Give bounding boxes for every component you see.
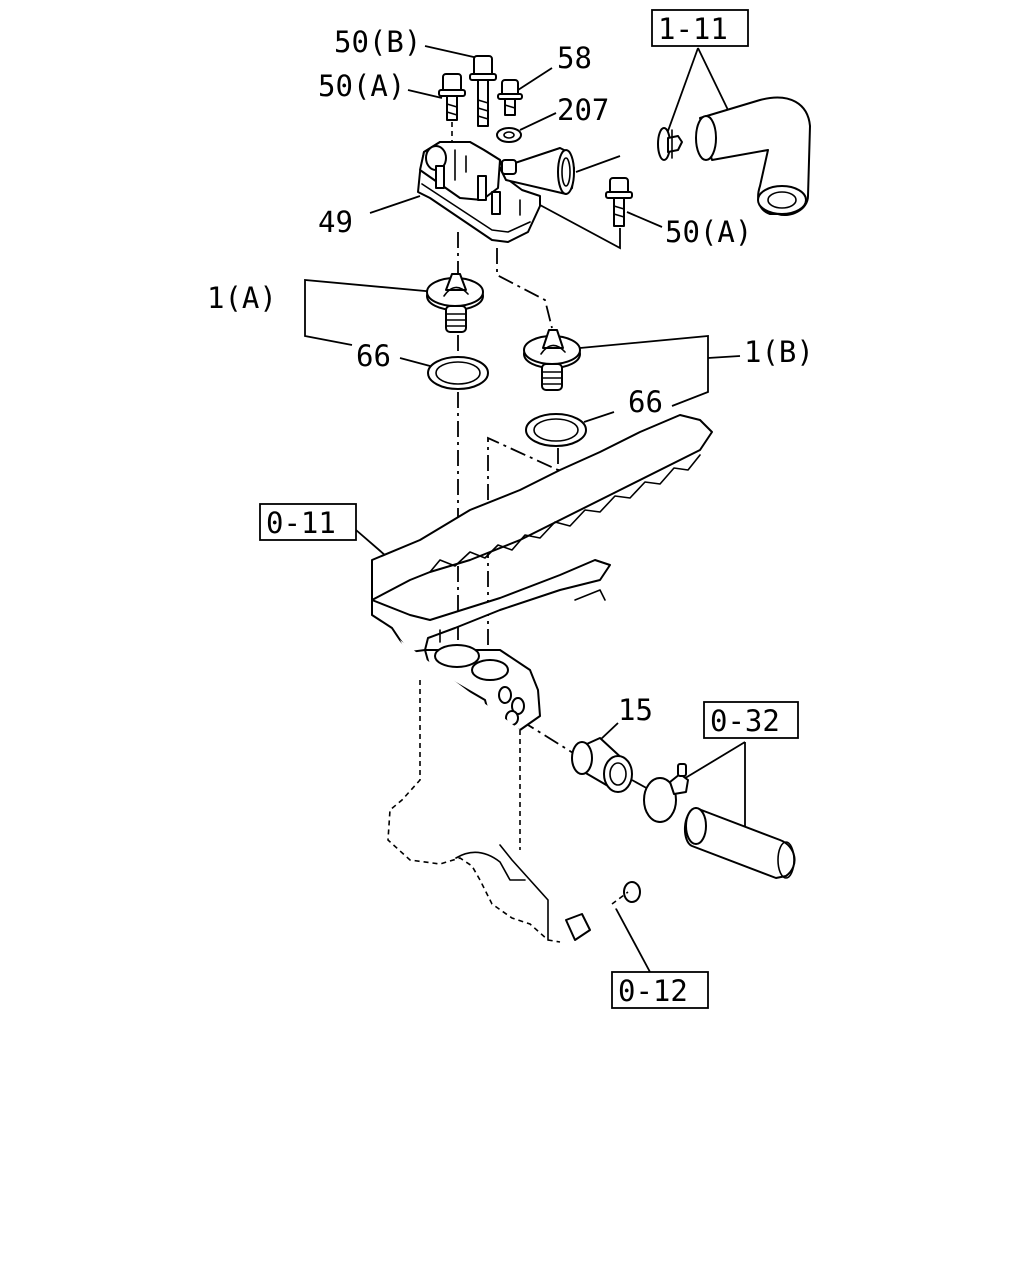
upper-hose-clamp [657,127,683,161]
label-housing-49: 49 [318,205,353,239]
label-bolt-50b: 50(B) [334,25,421,59]
label-gasket-66-left: 66 [356,339,391,373]
washer-207 [496,127,522,143]
ref-box-0-12[interactable]: 0-12 [611,971,709,1009]
ref-box-0-32[interactable]: 0-32 [703,701,799,739]
thermostat-1b [523,329,581,391]
label-bolt-50a-right: 50(A) [665,215,752,249]
part-labels: 50(B) 50(A) 58 207 49 50(A) 1(A) 66 1(B)… [207,25,814,727]
thermostat-housing-49 [417,141,575,243]
label-bolt-58: 58 [557,41,592,75]
label-washer-207: 207 [557,93,609,127]
bolt-58 [497,79,523,116]
part-15 [571,737,633,793]
ref-block-lower: 0-12 [618,974,688,1008]
lower-hose [684,807,796,879]
thermostat-1a [426,273,484,333]
gasket-66-right [525,413,587,447]
lower-hose-clamp [643,763,689,823]
label-thermostat-1b: 1(B) [744,335,814,369]
label-bolt-50a-top: 50(A) [318,69,405,103]
bolt-50a-top [438,73,466,150]
ref-block: 0-11 [266,506,336,540]
ref-hose-lower: 0-32 [710,704,780,738]
bolt-50a-right [605,177,633,227]
gasket-66-left [427,356,489,390]
cylinder-head-block [371,414,713,943]
label-part-15: 15 [618,693,653,727]
ref-box-1-11[interactable]: 1-11 [651,9,749,47]
label-thermostat-1a: 1(A) [207,281,277,315]
ref-hose-upper: 1-11 [658,12,728,46]
ref-box-0-11[interactable]: 0-11 [259,503,357,541]
upper-hose [695,96,811,216]
bolt-50b [469,55,497,127]
label-gasket-66-right: 66 [628,385,663,419]
